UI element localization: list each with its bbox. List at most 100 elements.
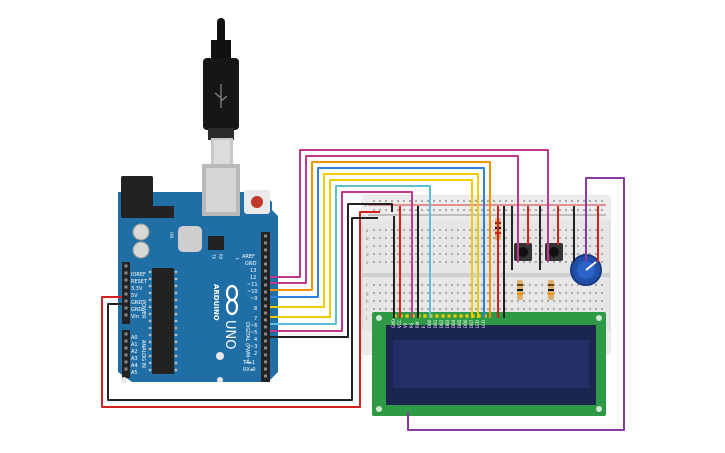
breadboard-hole (409, 209, 411, 211)
breadboard-hole (409, 300, 411, 302)
breadboard-hole (427, 261, 429, 263)
breadboard-hole (397, 261, 399, 263)
breadboard-hole (379, 245, 381, 247)
breadboard-hole (577, 292, 579, 294)
breadboard-hole (463, 237, 465, 239)
breadboard-hole (433, 308, 435, 310)
chip-pin (148, 333, 152, 337)
usb-cable[interactable] (203, 18, 239, 168)
breadboard-hole (385, 261, 387, 263)
breadboard-hole (553, 308, 555, 310)
breadboard-hole (601, 284, 603, 286)
breadboard-hole (457, 284, 459, 286)
wire-pin12[interactable] (270, 149, 549, 278)
breadboard-hole (451, 284, 453, 286)
breadboard-hole (595, 237, 597, 239)
breadboard-hole (439, 209, 441, 211)
breadboard-hole (421, 292, 423, 294)
breadboard-hole (577, 300, 579, 302)
breadboard-hole (529, 284, 531, 286)
breadboard-hole (397, 229, 399, 231)
breadboard-hole (541, 261, 543, 263)
wire-gnd-black[interactable] (107, 217, 378, 401)
pin-label-a5: A5 (131, 370, 138, 376)
pin-label-aref: AREF (242, 254, 255, 260)
chip-pin (148, 291, 152, 295)
breadboard-hole (445, 300, 447, 302)
breadboard-hole (385, 292, 387, 294)
pin-label-vin: Vin (131, 314, 139, 320)
breadboard-hole (457, 300, 459, 302)
breadboard-hole (391, 253, 393, 255)
pushbutton-2[interactable] (545, 243, 563, 261)
breadboard-hole (445, 200, 447, 202)
breadboard-hole (595, 308, 597, 310)
lcd-display-module[interactable]: GND VCC V0 RS RW E DB0 DB1 DB2 DB3 DB4 D… (372, 312, 606, 416)
lcd-pin (459, 314, 463, 318)
wire-pin11[interactable] (270, 155, 519, 284)
pin-label-a3: A3 (131, 356, 138, 362)
breadboard-hole (397, 200, 399, 202)
wire-5v-red[interactable] (101, 211, 380, 408)
breadboard-hole (541, 237, 543, 239)
breadboard-hole (379, 284, 381, 286)
wire-pin8[interactable] (270, 173, 479, 318)
atmega-chip (152, 268, 174, 374)
breadboard-hole (385, 209, 387, 211)
breadboard-hole (403, 308, 405, 310)
usb-symbol-icon (214, 84, 228, 108)
wire-pot-purple[interactable] (407, 177, 625, 431)
breadboard-hole (439, 200, 441, 202)
wire-pin5[interactable] (270, 191, 413, 332)
breadboard-hole (571, 300, 573, 302)
power-header-label: POWER (140, 300, 146, 319)
breadboard-hole (589, 200, 591, 202)
breadboard-hole (589, 253, 591, 255)
breadboard-hole (451, 209, 453, 211)
power-jack (121, 176, 153, 218)
pin-label-6: ~6 (250, 323, 257, 329)
breadboard-hole (559, 284, 561, 286)
arduino-uno-board[interactable]: ARDUINO UNO DIGITAL (PWM~) POWER ANALOG … (118, 164, 278, 383)
breadboard-hole (535, 253, 537, 255)
lcd-pin-labels: GND VCC V0 RS RW E DB0 DB1 DB2 DB3 DB4 D… (391, 319, 486, 328)
breadboard-hole (469, 229, 471, 231)
breadboard-hole (463, 253, 465, 255)
potentiometer[interactable] (570, 254, 602, 286)
pin-label-12: 12 (250, 275, 256, 281)
pin-label-5v: 5V (131, 293, 138, 299)
rail-plus-label: + (364, 203, 367, 208)
chip-pin (148, 277, 152, 281)
breadboard-hole (493, 229, 495, 231)
breadboard-hole (451, 229, 453, 231)
breadboard-hole (511, 284, 513, 286)
pushbutton-1[interactable] (514, 243, 532, 261)
breadboard-hole (433, 300, 435, 302)
wire-pin6[interactable] (270, 185, 431, 325)
lcd-pin-vcc: VCC (397, 319, 402, 328)
header-hole (264, 269, 267, 273)
breadboard-hole (379, 261, 381, 263)
wire-pin7[interactable] (270, 179, 473, 318)
lcd-pin-led-a: LED (475, 320, 480, 328)
wire-pin9[interactable] (270, 167, 485, 318)
breadboard-hole (463, 209, 465, 211)
breadboard-hole (379, 300, 381, 302)
wire-pin10[interactable] (270, 161, 491, 318)
breadboard-hole (379, 253, 381, 255)
breadboard-hole (475, 245, 477, 247)
breadboard-hole (487, 209, 489, 211)
breadboard-hole (433, 261, 435, 263)
breadboard-hole (427, 229, 429, 231)
breadboard-hole (457, 308, 459, 310)
infinity-logo-icon (225, 284, 239, 316)
breadboard-hole (565, 261, 567, 263)
breadboard-hole (385, 253, 387, 255)
lcd-pin-led-k: LED (481, 320, 486, 328)
breadboard-hole (487, 292, 489, 294)
lcd-pin (441, 314, 445, 318)
breadboard-hole (421, 237, 423, 239)
pin-label-13: 13 (250, 268, 256, 274)
breadboard-hole (421, 200, 423, 202)
wire-gnd-board[interactable] (270, 203, 393, 338)
